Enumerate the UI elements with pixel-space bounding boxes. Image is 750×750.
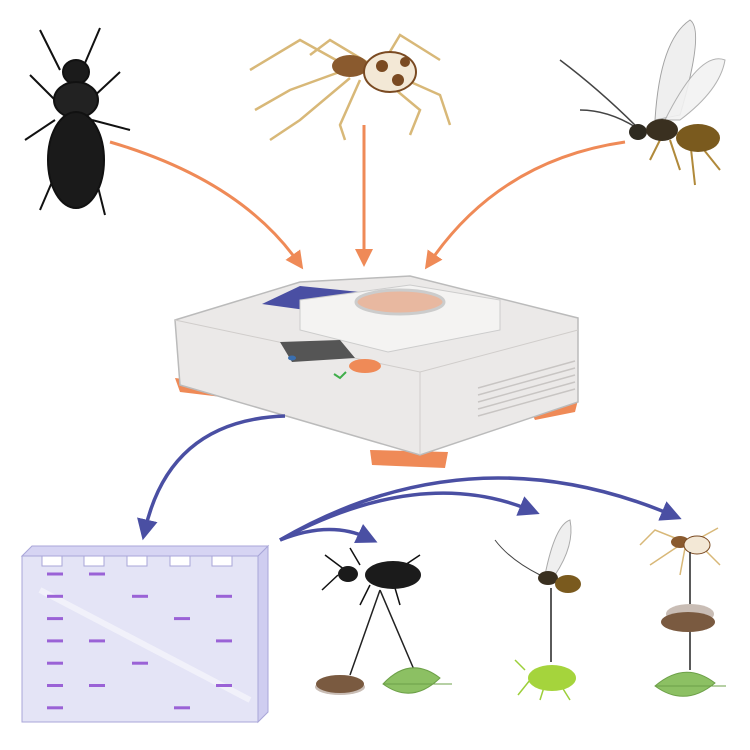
output-arrows — [137, 414, 682, 544]
gel-band — [47, 594, 63, 598]
leaf-icon — [382, 667, 452, 694]
instrument-to-gel-arrow — [137, 414, 286, 541]
moth-icon — [315, 675, 365, 695]
gel-band — [89, 572, 105, 576]
gel-band — [47, 617, 63, 621]
ground-beetle-icon — [24, 27, 131, 216]
gel-band — [47, 572, 63, 576]
parasitoid-wasp-icon — [559, 19, 726, 186]
input-arrows — [109, 125, 626, 270]
gel-band — [132, 661, 148, 665]
aphid-icon — [514, 659, 576, 701]
gel-band — [47, 639, 63, 643]
beetle-diet — [315, 547, 452, 695]
ground-beetle-icon — [321, 547, 421, 606]
gel-to-wasp-arrow — [279, 491, 540, 542]
gel-band — [174, 706, 190, 710]
gel-band — [132, 594, 148, 598]
spider-icon — [249, 33, 452, 142]
gel-band — [47, 684, 63, 687]
gel-band — [174, 617, 190, 621]
leaf-icon — [654, 671, 726, 697]
parasitoid-wasp-icon — [494, 519, 581, 593]
wasp-to-instrument-arrow — [424, 140, 626, 270]
gel-band — [216, 639, 232, 643]
spider-diet — [639, 527, 726, 697]
beetle-to-instrument-arrow — [109, 140, 304, 270]
gel-band — [89, 684, 105, 687]
sequencer-instrument-icon — [174, 275, 579, 468]
electrophoresis-gel-icon — [20, 544, 270, 724]
wasp-diet — [494, 519, 581, 701]
gel-band — [89, 639, 105, 643]
gel-band — [216, 684, 232, 687]
gel-to-spider-arrow — [279, 476, 682, 542]
spider-icon — [639, 527, 721, 576]
moth-icon — [661, 604, 715, 632]
gel-band — [216, 594, 232, 598]
gel-band — [47, 661, 63, 665]
gel-band — [47, 706, 63, 710]
